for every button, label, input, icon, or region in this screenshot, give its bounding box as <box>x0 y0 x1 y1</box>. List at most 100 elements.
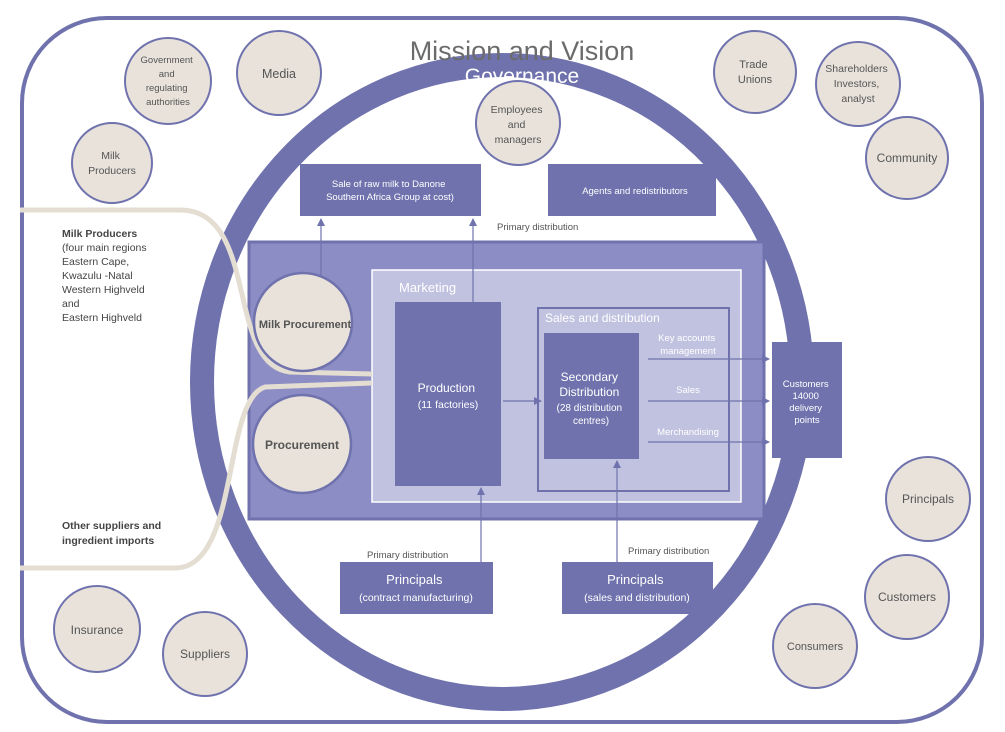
page-title: Mission and Vision <box>410 36 635 66</box>
other-suppliers-line-2: ingredient imports <box>62 535 154 547</box>
government-line-3: regulating <box>146 83 188 94</box>
governance-label: Governance <box>465 65 579 88</box>
milk-producers-line-2: Producers <box>88 165 136 177</box>
secondary-distribution-text: Secondary Distribution (28 distribution … <box>557 370 626 427</box>
sales-distribution-label: Sales and distribution <box>545 311 660 325</box>
secondary-line-4: centres) <box>573 416 609 427</box>
customers-box-line-4: points <box>794 415 820 426</box>
shareholders-circle <box>815 41 901 127</box>
suppliers-circle <box>162 611 248 697</box>
milk-producers-side-line-1: (four main regions <box>62 242 147 254</box>
other-suppliers-flow <box>20 380 373 571</box>
flow-arrows <box>317 218 770 562</box>
agents-box <box>548 164 716 216</box>
shareholders-line-1: Shareholders <box>825 63 887 75</box>
secondary-line-3: (28 distribution <box>557 403 623 414</box>
stakeholder-circles <box>53 30 971 697</box>
principals-sales-sub: (sales and distribution) <box>584 592 690 604</box>
key-accounts-line-2: management <box>660 346 716 357</box>
milk-producers-circle <box>71 122 153 204</box>
key-accounts-line-1: Key accounts <box>658 333 715 344</box>
secondary-line-2: Distribution <box>559 385 619 399</box>
production-box-text: Production (11 factories) <box>418 381 479 411</box>
employees-line-2: and <box>508 119 526 131</box>
customers-box <box>772 342 842 458</box>
secondary-line-1: Secondary <box>561 370 618 384</box>
key-accounts-label: Key accounts management <box>658 333 718 357</box>
principals-sales-text: Principals (sales and distribution) <box>584 572 690 604</box>
procurement-circle <box>251 393 353 495</box>
shareholders-line-2: Investors, <box>834 78 880 90</box>
government-circle <box>124 37 212 125</box>
milk-producers-line-1: Milk <box>101 150 120 162</box>
government-label: Government and regulating authorities <box>141 55 196 108</box>
primary-distribution-top: Primary distribution <box>497 222 578 233</box>
milk-producers-side-line-4: Western Highveld <box>62 284 145 296</box>
customers-box-line-3: delivery <box>789 403 822 414</box>
raw-milk-line-1: Sale of raw milk to Danone <box>332 179 446 190</box>
production-subtitle: (11 factories) <box>418 399 479 411</box>
milk-producers-side-line-6: Eastern Highveld <box>62 312 142 324</box>
shareholders-label: Shareholders Investors, analyst <box>825 63 890 105</box>
production-title: Production <box>418 381 475 395</box>
community-circle <box>865 116 949 200</box>
customers-label: Customers <box>878 590 936 604</box>
customers-box-text: Customers 14000 delivery points <box>783 379 832 426</box>
suppliers-label: Suppliers <box>180 647 230 661</box>
agents-box-text: Agents and redistributors <box>582 186 688 197</box>
employees-label: Employees and managers <box>491 104 546 146</box>
consumers-label: Consumers <box>787 641 844 653</box>
trade-unions-line-1: Trade <box>739 59 767 71</box>
principals-sales-title: Principals <box>607 572 664 587</box>
government-line-4: authorities <box>146 97 190 108</box>
employees-circle <box>475 80 561 166</box>
principals-label: Principals <box>902 492 954 506</box>
trade-unions-line-2: Unions <box>738 74 773 86</box>
secondary-distribution-box <box>544 333 639 459</box>
milk-producers-side-line-2: Eastern Cape, <box>62 256 129 268</box>
principals-contract-box <box>340 562 493 614</box>
trade-unions-label: Trade Unions <box>738 59 773 86</box>
customers-circle <box>864 554 950 640</box>
insurance-circle <box>53 585 141 673</box>
government-line-1: Government <box>141 55 194 66</box>
milk-producers-side-text: Milk Producers (four main regions Easter… <box>62 228 150 324</box>
marketing-label: Marketing <box>399 280 456 295</box>
shareholders-line-3: analyst <box>841 93 874 105</box>
milk-producers-flow <box>20 207 373 377</box>
customers-box-line-1: Customers <box>783 379 829 390</box>
milk-producers-side-title: Milk Producers <box>62 228 137 240</box>
milk-procurement-label: Milk Procurement <box>259 319 352 331</box>
procurement-label: Procurement <box>265 438 339 452</box>
trade-unions-circle <box>713 30 797 114</box>
merchandising-label: Merchandising <box>657 427 719 438</box>
principals-sales-box <box>562 562 713 614</box>
principals-circle <box>885 456 971 542</box>
raw-milk-sale-text: Sale of raw milk to Danone Southern Afri… <box>326 179 454 203</box>
media-label: Media <box>262 67 296 81</box>
primary-distribution-bottom-right: Primary distribution <box>628 546 709 557</box>
media-circle <box>236 30 322 116</box>
consumers-circle <box>772 603 858 689</box>
sales-label: Sales <box>676 385 700 396</box>
milk-producers-label: Milk Producers <box>88 150 136 177</box>
community-label: Community <box>877 151 938 165</box>
production-box <box>395 302 501 486</box>
employees-line-3: managers <box>495 134 542 146</box>
other-suppliers-line-1: Other suppliers and <box>62 520 161 532</box>
other-suppliers-side-text: Other suppliers and ingredient imports <box>62 520 164 547</box>
stakeholder-labels: Government and regulating authorities Me… <box>71 55 954 661</box>
principals-contract-sub: (contract manufacturing) <box>359 592 473 604</box>
raw-milk-line-2: Southern Africa Group at cost) <box>326 192 454 203</box>
customers-box-line-2: 14000 <box>792 391 818 402</box>
raw-milk-sale-box <box>300 164 481 216</box>
employees-line-1: Employees <box>491 104 543 116</box>
milk-producers-side-line-5: and <box>62 298 80 310</box>
milk-procurement-circle <box>252 271 354 373</box>
principals-contract-title: Principals <box>386 572 443 587</box>
milk-producers-side-line-3: Kwazulu -Natal <box>62 270 133 282</box>
principals-contract-text: Principals (contract manufacturing) <box>359 572 473 604</box>
primary-distribution-bottom-left: Primary distribution <box>367 550 448 561</box>
government-line-2: and <box>159 69 175 80</box>
